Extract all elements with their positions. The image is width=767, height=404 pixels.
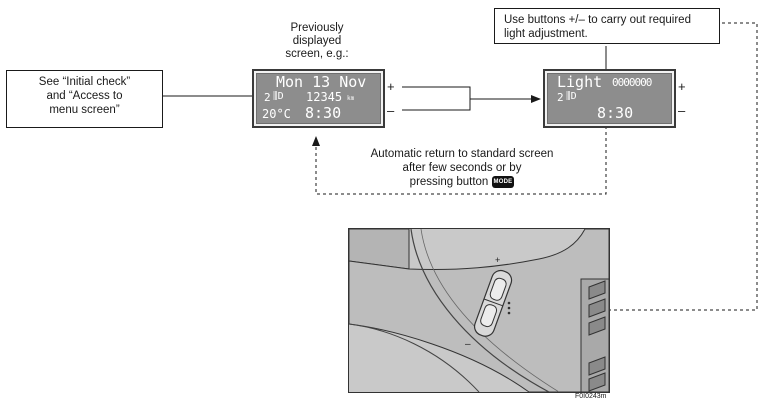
figure-code: F0I0243m [575, 393, 607, 400]
mode-button-icon: MODE [491, 175, 515, 188]
display-time: 8:30 [305, 104, 342, 122]
left-box-line-2: and “Access to [46, 90, 123, 102]
steering-stalk-photo: + – [348, 228, 610, 393]
display-gear: 2 [264, 91, 271, 104]
display-odometer: 12345 [306, 90, 343, 104]
auto-return-line-2: after few seconds or by [402, 162, 522, 174]
previous-label-line-3: screen, e.g.: [285, 48, 349, 60]
display-time: 8:30 [597, 104, 634, 122]
display-date: Mon 13 Nov [276, 73, 367, 91]
plus-label-left: + [387, 79, 395, 94]
arrow-up-icon [312, 126, 607, 195]
left-box-line-1: See “Initial check” [38, 76, 131, 88]
display-standard-screen: Mon 13 Nov 2 ⫼D 12345 km 20°C 8:30 [252, 69, 385, 128]
display-temperature: 20°C [262, 107, 291, 121]
top-right-line-1: Use buttons +/– to carry out required [504, 14, 691, 26]
headlamp-icon: ⫼D [273, 91, 284, 102]
left-box-line-3: menu screen” [49, 104, 120, 116]
auto-return-note: Automatic return to standard screen afte… [348, 147, 576, 189]
plus-label-right: + [678, 79, 686, 94]
previous-label-line-1: Previously [290, 22, 344, 34]
plusminus-bracket [402, 86, 471, 111]
svg-text:+: + [495, 255, 500, 265]
minus-label-left: – [387, 103, 395, 118]
instruction-box-top-right: Use buttons +/– to carry out required li… [494, 8, 720, 44]
photo-connector-line [608, 22, 758, 311]
instruction-box-left: See “Initial check” and “Access to menu … [6, 70, 163, 128]
previous-label-line-2: displayed [292, 35, 342, 47]
headlamp-icon: ⫼D [566, 91, 577, 102]
previous-screen-label: Previously displayed screen, e.g.: [268, 22, 366, 61]
display-light-label: Light [557, 73, 603, 91]
auto-return-line-1: Automatic return to standard screen [370, 148, 554, 160]
top-right-line-2: light adjustment. [504, 28, 588, 40]
display-odometer-unit: km [347, 95, 355, 102]
auto-return-line-3-text: pressing button [409, 176, 489, 188]
auto-return-line-3: pressing button MODE [348, 175, 576, 189]
minus-label-right: – [678, 103, 686, 118]
display-gear: 2 [557, 91, 564, 104]
display-light-adjust: Light 0000000 2 ⫼D 8:30 [543, 69, 676, 128]
svg-text:–: – [465, 339, 471, 350]
display-light-bar: 0000000 [612, 76, 652, 89]
